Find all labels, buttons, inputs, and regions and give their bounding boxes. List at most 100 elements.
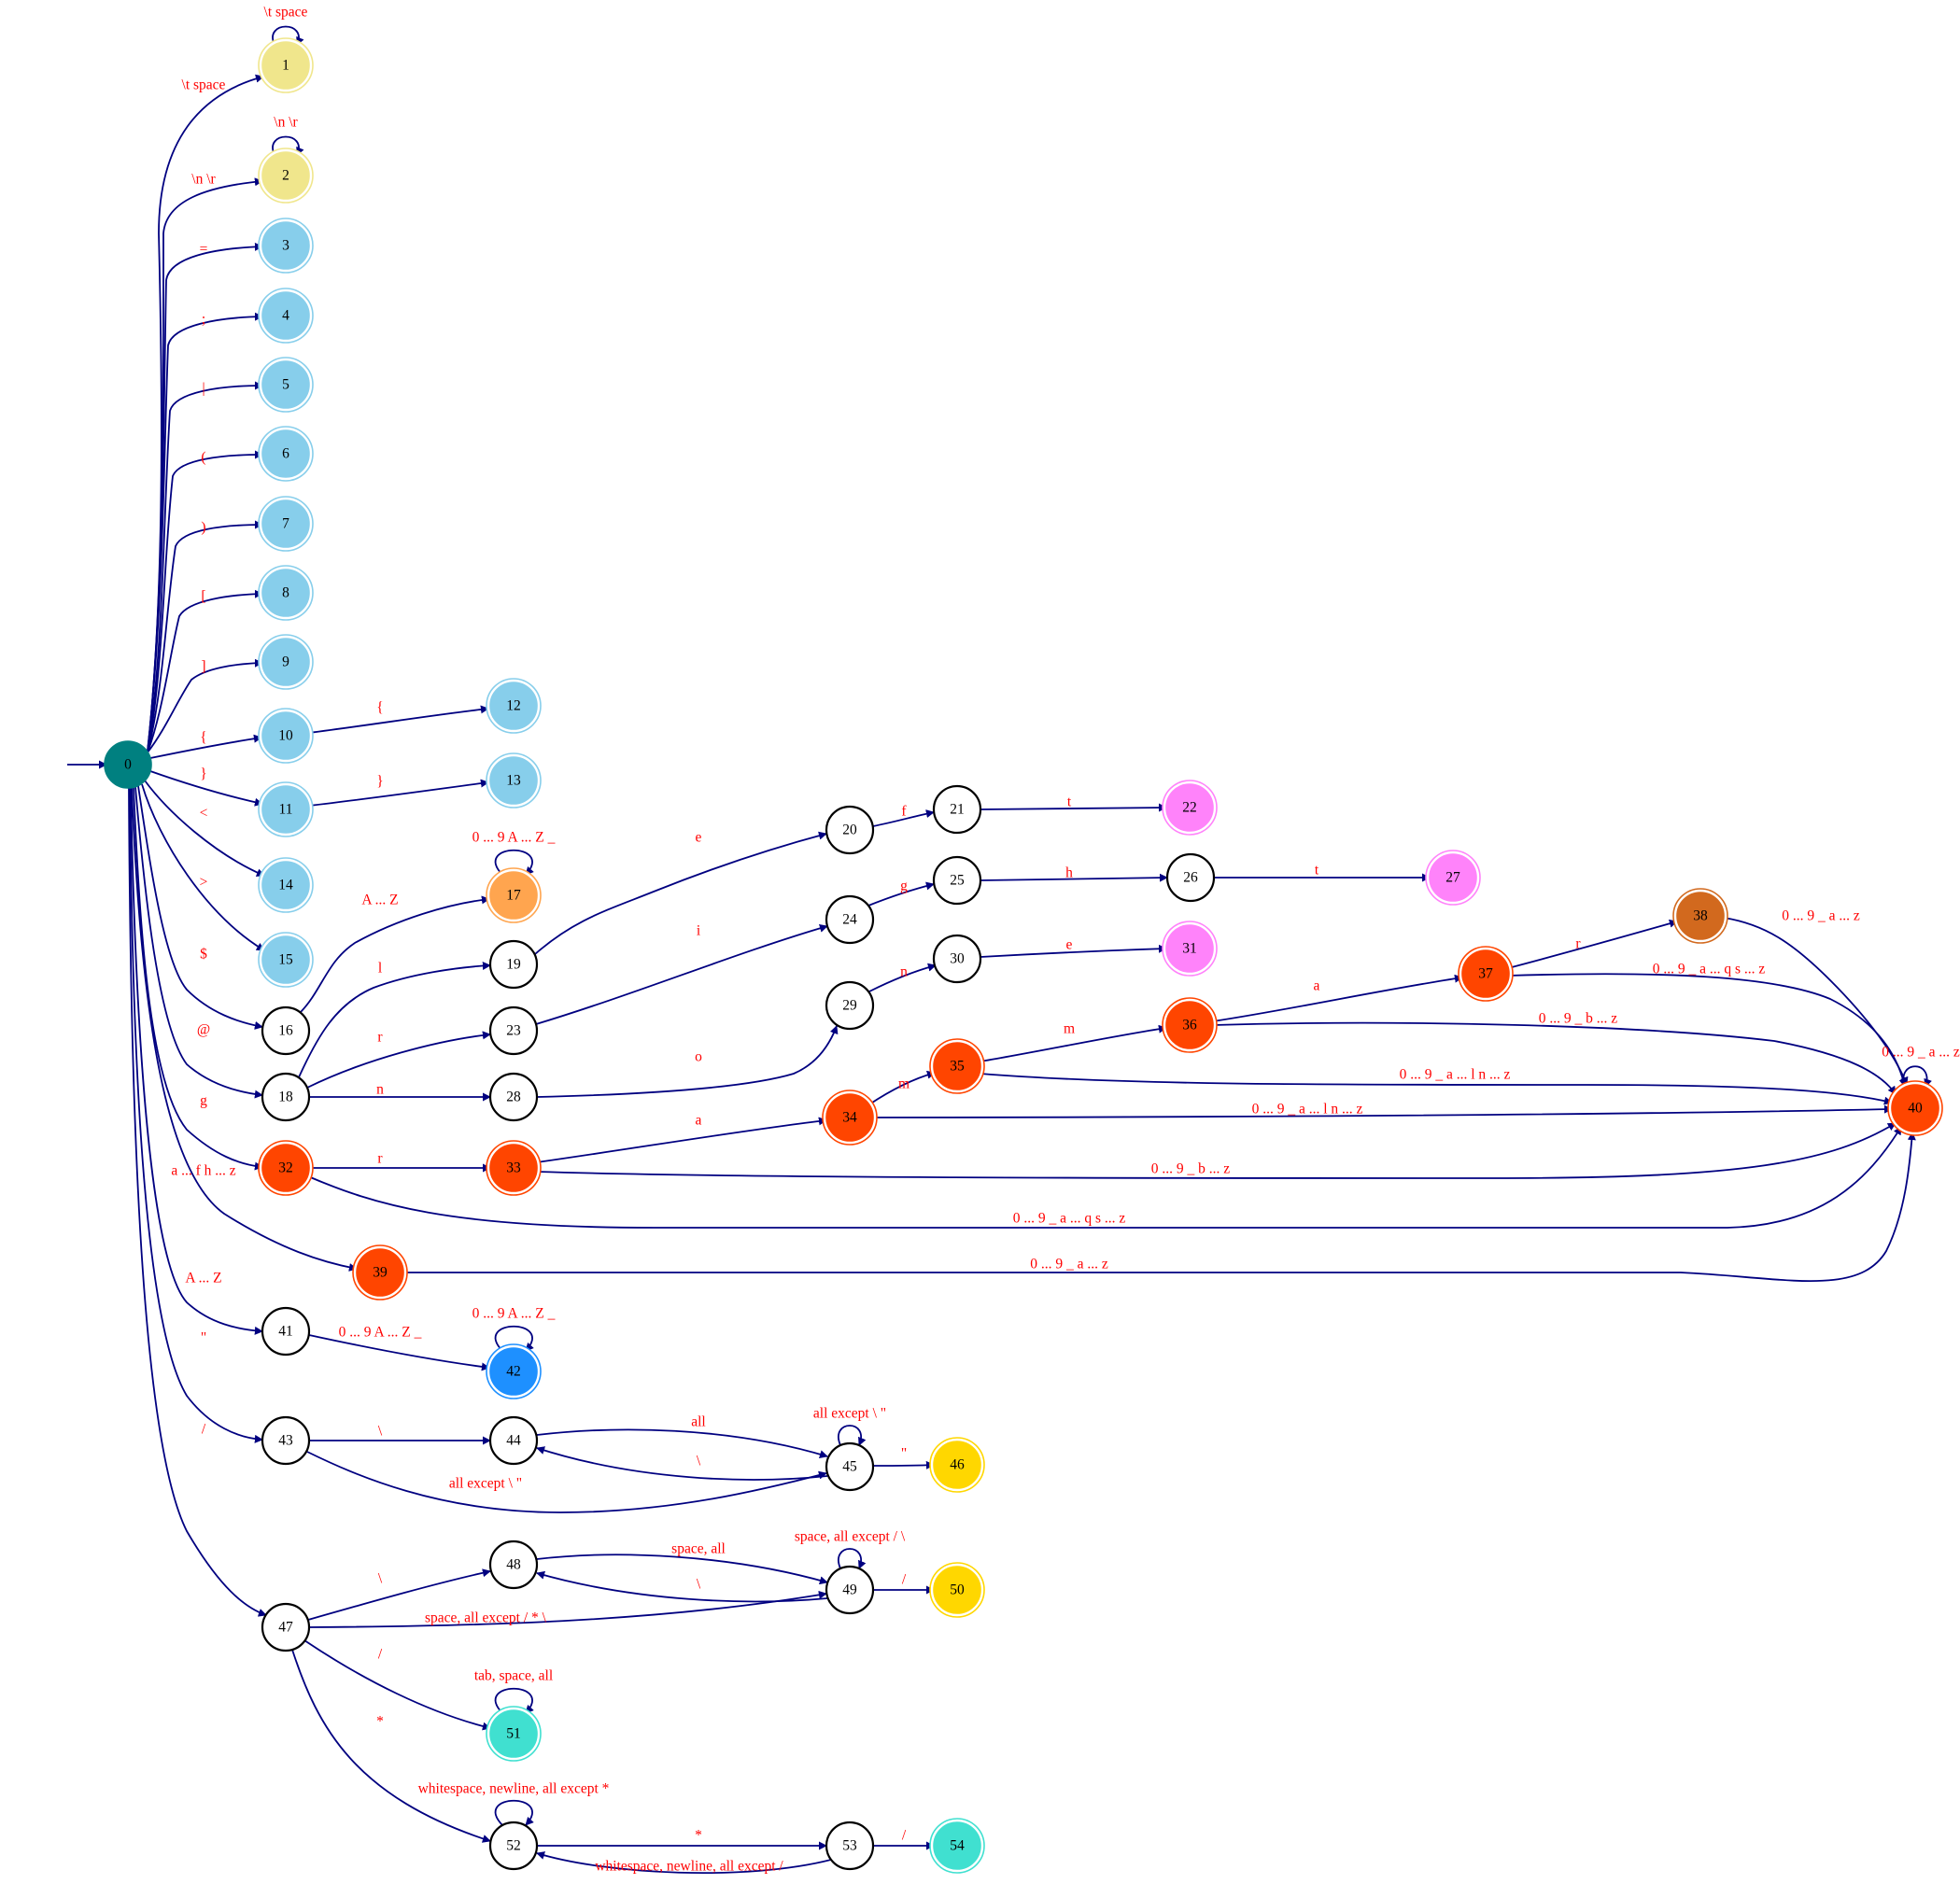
state-24-label: 24 — [842, 912, 857, 928]
transition-label-32-to-33: r — [377, 1151, 383, 1167]
state-45-label: 45 — [842, 1459, 857, 1475]
state-29-label: 29 — [842, 998, 857, 1014]
transition-label-0-to-14: < — [200, 806, 208, 822]
transition-label-0-to-4: ; — [202, 312, 205, 328]
transition-label-23-to-24: i — [697, 923, 701, 939]
state-27-circle — [1429, 853, 1477, 902]
transition-label-28-to-29: o — [695, 1049, 702, 1065]
state-25-circle — [932, 855, 982, 906]
transition-label-0-to-7: ) — [201, 520, 205, 536]
transition-0-to-6 — [147, 450, 263, 753]
transition-16-to-17 — [300, 895, 490, 1013]
state-10: 10 — [258, 708, 314, 764]
state-3: 3 — [258, 218, 314, 274]
transition-0-to-16 — [137, 785, 263, 1030]
state-51-label: 51 — [506, 1726, 521, 1742]
transition-0-to-9 — [147, 658, 263, 753]
state-44: 44 — [488, 1415, 539, 1466]
state-53-label: 53 — [842, 1838, 857, 1854]
transition-label-17-to-17: 0 ... 9 A ... Z _ — [472, 830, 556, 846]
state-48-circle — [488, 1540, 539, 1590]
state-12-circle — [489, 682, 538, 730]
state-47: 47 — [261, 1602, 311, 1652]
transition-label-47-to-49: space, all except / * \ — [425, 1610, 547, 1626]
transition-label-37-to-38: r — [1575, 936, 1581, 952]
state-8-circle — [261, 569, 310, 617]
transition-label-51-to-51: tab, space, all — [474, 1668, 553, 1684]
transition-2-to-2 — [272, 135, 304, 156]
transition-43-to-45 — [306, 1451, 827, 1513]
state-14-label: 14 — [278, 878, 293, 893]
transition-20-to-21 — [872, 809, 935, 827]
state-37: 37 — [1458, 946, 1514, 1002]
transition-label-0-to-1: \t space — [182, 77, 226, 93]
transition-label-0-to-5: | — [202, 381, 204, 397]
transition-10-to-12 — [308, 705, 489, 734]
transition-label-41-to-42: 0 ... 9 A ... Z _ — [339, 1325, 422, 1341]
state-18-circle — [261, 1072, 311, 1122]
state-54: 54 — [929, 1818, 985, 1874]
transition-35-to-40 — [980, 1073, 1893, 1105]
transition-24-to-25 — [867, 881, 935, 907]
state-30-circle — [932, 934, 982, 984]
state-23: 23 — [488, 1005, 539, 1056]
transition-41-to-42 — [308, 1334, 490, 1371]
state-38-label: 38 — [1693, 908, 1708, 924]
state-4: 4 — [258, 288, 314, 344]
transition-23-to-24 — [535, 923, 828, 1025]
transition-label-21-to-22: t — [1067, 794, 1072, 810]
state-0-circle — [104, 740, 152, 789]
transition-0-to-10 — [149, 734, 262, 759]
transition-label-34-to-35: m — [898, 1076, 909, 1092]
state-54-label: 54 — [950, 1838, 965, 1854]
state-33-circle — [489, 1144, 538, 1192]
state-15-label: 15 — [278, 952, 293, 968]
transition-42-to-42 — [494, 1325, 534, 1352]
transition-47-to-52 — [291, 1649, 491, 1843]
state-1-label: 1 — [282, 58, 289, 74]
transition-label-0-to-6: ( — [201, 450, 205, 466]
state-19-label: 19 — [506, 957, 521, 973]
state-30-label: 30 — [950, 951, 965, 967]
state-3-label: 3 — [282, 238, 289, 254]
transition-0-to-7 — [147, 520, 263, 753]
state-27-label: 27 — [1445, 870, 1460, 886]
state-52: 52 — [488, 1821, 539, 1871]
transitions-layer — [128, 25, 1932, 1875]
state-45-circle — [825, 1441, 875, 1492]
state-2: 2 — [258, 148, 314, 204]
state-1: 1 — [258, 37, 314, 93]
transition-label-0-to-32: g — [200, 1093, 207, 1109]
transition-19-to-20 — [534, 831, 827, 955]
state-42: 42 — [486, 1343, 542, 1399]
state-21-circle — [932, 784, 982, 835]
transition-label-44-to-45: all — [691, 1414, 706, 1430]
state-22: 22 — [1162, 780, 1218, 836]
transition-40-to-40 — [1902, 1065, 1932, 1088]
state-13: 13 — [486, 752, 542, 808]
transition-label-11-to-13: } — [376, 774, 383, 790]
state-24: 24 — [825, 894, 875, 945]
transition-label-47-to-51: / — [378, 1647, 383, 1663]
transition-label-0-to-9: ] — [201, 659, 205, 675]
state-52-circle — [488, 1821, 539, 1871]
transition-45-to-46 — [872, 1460, 935, 1469]
state-15-circle — [261, 935, 310, 984]
state-33-label: 33 — [506, 1160, 521, 1176]
transition-18-to-19 — [298, 961, 491, 1078]
transition-label-0-to-47: / — [202, 1422, 206, 1438]
state-30: 30 — [932, 934, 982, 984]
state-26: 26 — [1165, 852, 1216, 903]
transition-0-to-41 — [130, 787, 263, 1335]
state-8: 8 — [258, 565, 314, 621]
transition-47-to-49 — [308, 1590, 827, 1628]
transition-label-26-to-27: t — [1315, 863, 1319, 879]
state-11: 11 — [258, 781, 314, 837]
state-39: 39 — [352, 1244, 408, 1301]
transition-36-to-40 — [1212, 1021, 1897, 1095]
state-39-label: 39 — [373, 1265, 388, 1281]
transition-label-0-to-41: A ... Z — [185, 1271, 221, 1286]
transition-label-48-to-49: space, all — [671, 1541, 726, 1557]
